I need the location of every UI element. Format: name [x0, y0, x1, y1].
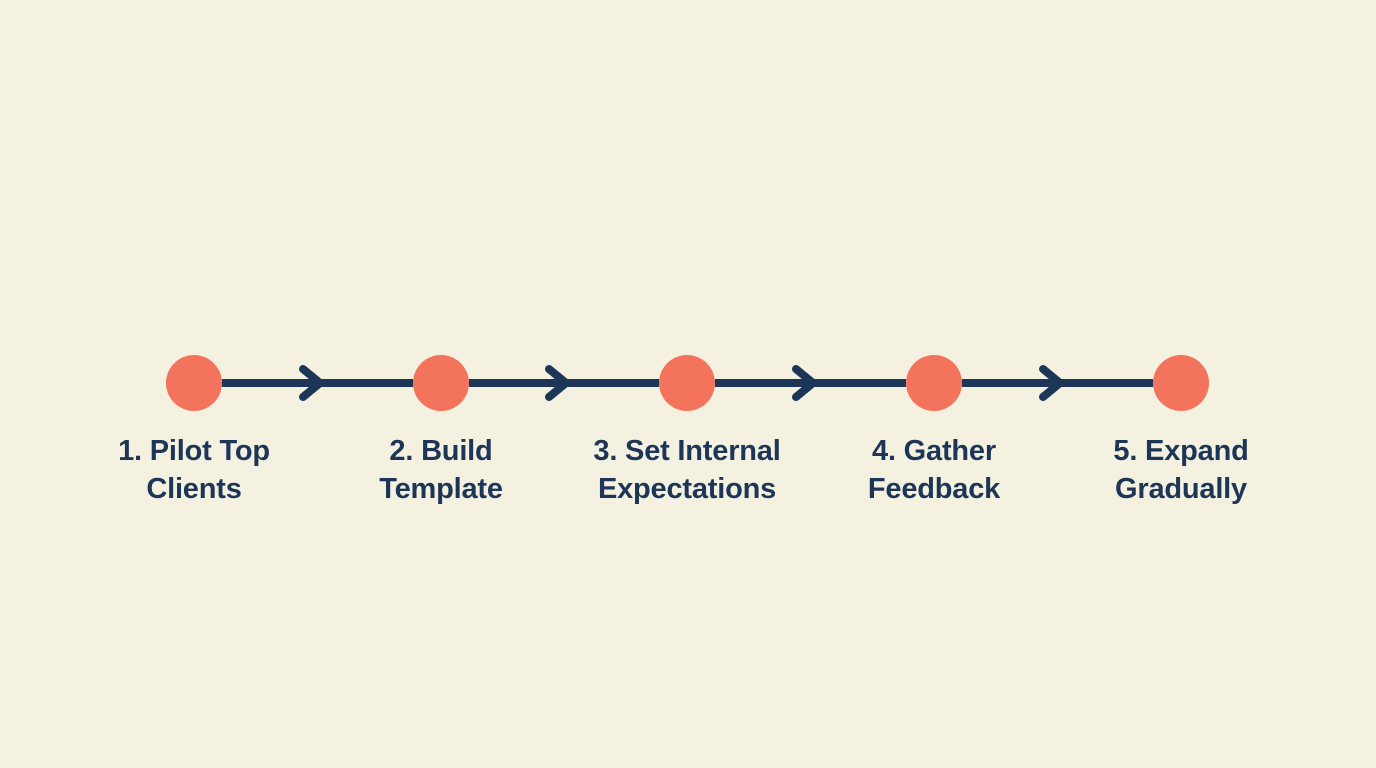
step-node-4[interactable]	[906, 355, 962, 411]
step-node-2[interactable]	[413, 355, 469, 411]
node-group	[166, 355, 1209, 411]
arrowhead-icon-4	[1039, 365, 1064, 401]
step-node-5[interactable]	[1153, 355, 1209, 411]
arrowhead-group	[299, 365, 1064, 401]
step-label-2: 2. Build Template	[379, 435, 503, 505]
step-label-3: 3. Set Internal Expectations	[593, 435, 781, 505]
step-label-1: 1. Pilot Top Clients	[118, 435, 270, 505]
step-label-4: 4. Gather Feedback	[867, 435, 1001, 505]
step-node-3[interactable]	[659, 355, 715, 411]
step-node-1[interactable]	[166, 355, 222, 411]
arrowhead-icon-2	[545, 365, 570, 401]
step-label-5: 5. Expand Gradually	[1113, 435, 1249, 505]
arrowhead-icon-1	[299, 365, 324, 401]
arrowhead-icon-3	[792, 365, 817, 401]
